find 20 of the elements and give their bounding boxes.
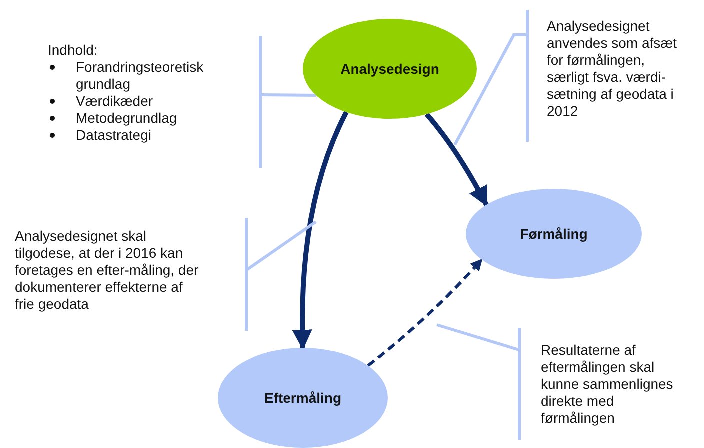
process-ellipse: Eftermåling [218, 348, 388, 448]
leader-line [246, 220, 317, 272]
callout-text: Resultaterne af eftermålingen skal kunne sammenlignes direkte med førmålingen [541, 342, 674, 427]
process-ellipse: Førmåling [466, 189, 642, 279]
leader-line [260, 94, 316, 97]
callout-text: Analysedesignet skal tilgodese, at der i 2016 kan foretages en efter-måling, der dokumenterer effekterne af frie geodata [15, 228, 200, 313]
list-item: Metodegrundlag [76, 110, 178, 127]
leader-line [436, 324, 520, 352]
heading-text: Indhold: [48, 42, 98, 59]
callout-text: Analysedesignet anvendes som afsæt for førmålingen, særligt fsva. værdi-sætning af geodata i 2012 [547, 18, 678, 120]
arrow [292, 111, 349, 350]
dashed-arrow [367, 258, 484, 368]
list-item: Værdikæder [76, 93, 154, 110]
callout-bracket [48, 36, 262, 168]
arrow [424, 112, 489, 207]
process-ellipse: Analysedesign [303, 19, 477, 119]
callout-bracket [12, 218, 248, 331]
leader-line [454, 34, 527, 146]
list-item: Forandringsteoretisk grundlag [76, 59, 205, 93]
list-item: Datastrategi [76, 127, 152, 144]
